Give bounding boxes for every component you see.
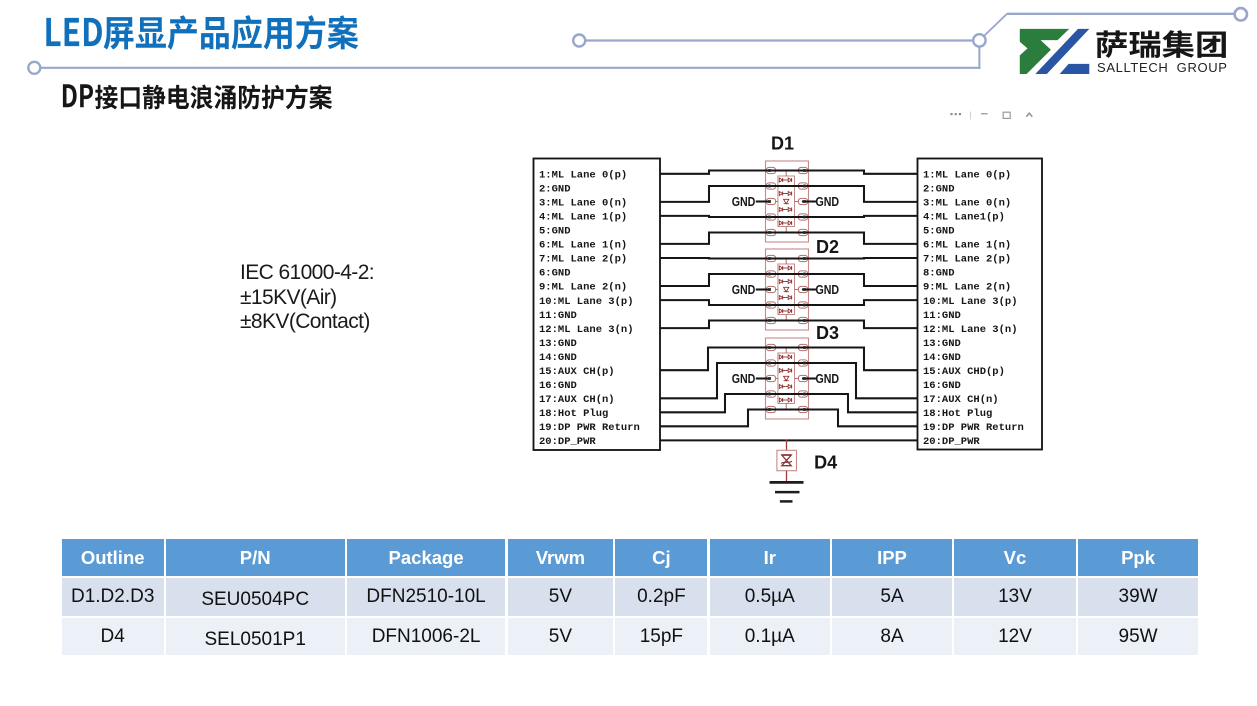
- svg-text:20:DP_PWR: 20:DP_PWR: [539, 436, 596, 448]
- svg-text:1:ML Lane 0(p): 1:ML Lane 0(p): [923, 170, 1011, 182]
- svg-text:7:ML Lane 2(p): 7:ML Lane 2(p): [923, 254, 1011, 266]
- svg-text:13:GND: 13:GND: [539, 338, 577, 350]
- svg-text:16:GND: 16:GND: [539, 380, 577, 392]
- svg-text:D4: D4: [814, 452, 837, 472]
- svg-text:D1: D1: [771, 134, 794, 154]
- svg-text:6:ML Lane 1(n): 6:ML Lane 1(n): [923, 240, 1011, 252]
- svg-text:10:ML Lane 3(p): 10:ML Lane 3(p): [539, 296, 634, 308]
- svg-text:GND: GND: [732, 195, 756, 209]
- svg-text:9:ML Lane 2(n): 9:ML Lane 2(n): [923, 282, 1011, 294]
- svg-text:7:ML Lane 2(p): 7:ML Lane 2(p): [539, 254, 627, 266]
- svg-text:4:ML Lane 1(p): 4:ML Lane 1(p): [539, 212, 627, 224]
- svg-text:6:ML Lane 1(n): 6:ML Lane 1(n): [539, 240, 627, 252]
- svg-text:19:DP PWR Return: 19:DP PWR Return: [923, 422, 1024, 434]
- svg-text:8:GND: 8:GND: [923, 268, 955, 280]
- svg-text:17:AUX CH(n): 17:AUX CH(n): [923, 394, 999, 406]
- svg-text:D2: D2: [816, 237, 839, 257]
- svg-text:12:ML Lane 3(n): 12:ML Lane 3(n): [539, 324, 634, 336]
- svg-text:19:DP PWR Return: 19:DP PWR Return: [539, 422, 640, 434]
- svg-text:15:AUX CH(p): 15:AUX CH(p): [539, 366, 615, 378]
- svg-text:GND: GND: [732, 372, 756, 386]
- svg-text:4:ML Lane1(p): 4:ML Lane1(p): [923, 212, 1005, 224]
- svg-text:14:GND: 14:GND: [923, 352, 961, 364]
- svg-text:GND: GND: [732, 283, 756, 297]
- svg-text:5:GND: 5:GND: [923, 226, 955, 238]
- svg-text:12:ML Lane 3(n): 12:ML Lane 3(n): [923, 324, 1018, 336]
- svg-text:13:GND: 13:GND: [923, 338, 961, 350]
- svg-text:1:ML Lane 0(p): 1:ML Lane 0(p): [539, 170, 627, 182]
- svg-text:GND: GND: [816, 372, 840, 386]
- svg-text:15:AUX CHD(p): 15:AUX CHD(p): [923, 366, 1005, 378]
- svg-text:3:ML Lane 0(n): 3:ML Lane 0(n): [539, 198, 627, 210]
- svg-text:16:GND: 16:GND: [923, 380, 961, 392]
- svg-text:18:Hot Plug: 18:Hot Plug: [539, 408, 608, 420]
- svg-text:10:ML Lane 3(p): 10:ML Lane 3(p): [923, 296, 1018, 308]
- svg-text:9:ML Lane 2(n): 9:ML Lane 2(n): [539, 282, 627, 294]
- svg-text:14:GND: 14:GND: [539, 352, 577, 364]
- svg-text:6:GND: 6:GND: [539, 268, 571, 280]
- svg-text:20:DP_PWR: 20:DP_PWR: [923, 436, 980, 448]
- svg-text:D3: D3: [816, 323, 839, 343]
- svg-text:2:GND: 2:GND: [923, 184, 955, 196]
- svg-text:GND: GND: [816, 283, 840, 297]
- svg-text:11:GND: 11:GND: [923, 310, 961, 322]
- svg-text:3:ML Lane 0(n): 3:ML Lane 0(n): [923, 198, 1011, 210]
- svg-text:11:GND: 11:GND: [539, 310, 577, 322]
- svg-text:GND: GND: [816, 195, 840, 209]
- svg-text:5:GND: 5:GND: [539, 226, 571, 238]
- svg-text:18:Hot Plug: 18:Hot Plug: [923, 408, 992, 420]
- svg-text:17:AUX CH(n): 17:AUX CH(n): [539, 394, 615, 406]
- svg-text:2:GND: 2:GND: [539, 184, 571, 196]
